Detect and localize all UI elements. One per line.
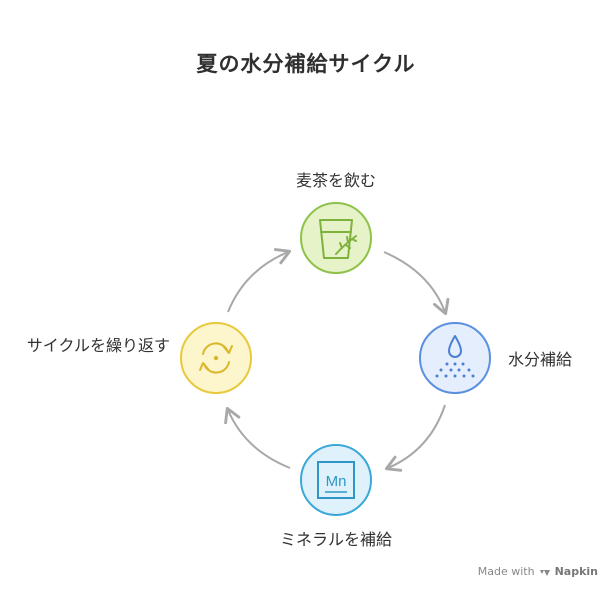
page-title: 夏の水分補給サイクル <box>196 52 416 76</box>
step-node-cycle <box>180 322 252 394</box>
napkin-logo-icon <box>539 569 550 576</box>
step-node-mineral: Mn <box>300 444 372 516</box>
step-label-mineral: ミネラルを補給 <box>279 530 392 549</box>
step-label-tea: 麦茶を飲む <box>295 171 376 190</box>
step-label-water: 水分補給 <box>508 350 573 369</box>
glass-of-tea-icon <box>319 219 357 259</box>
watermark: Made with Napkin <box>478 565 598 578</box>
water-drop-icon <box>435 335 475 378</box>
arrow-top-to-right <box>383 251 450 316</box>
watermark-prefix: Made with <box>477 565 535 578</box>
step-node-water <box>419 322 491 394</box>
arrow-left-to-top <box>227 248 292 313</box>
arrow-bottom-to-left <box>224 406 291 469</box>
step-label-cycle: サイクルを繰り返す <box>26 336 170 355</box>
element-symbol: Mn <box>326 473 347 490</box>
manganese-element-icon: Mn <box>317 461 355 499</box>
watermark-brand: Napkin <box>554 565 598 578</box>
cycle-arrows-icon <box>199 342 233 374</box>
arrow-right-to-bottom <box>384 404 446 472</box>
step-node-tea <box>300 202 372 274</box>
